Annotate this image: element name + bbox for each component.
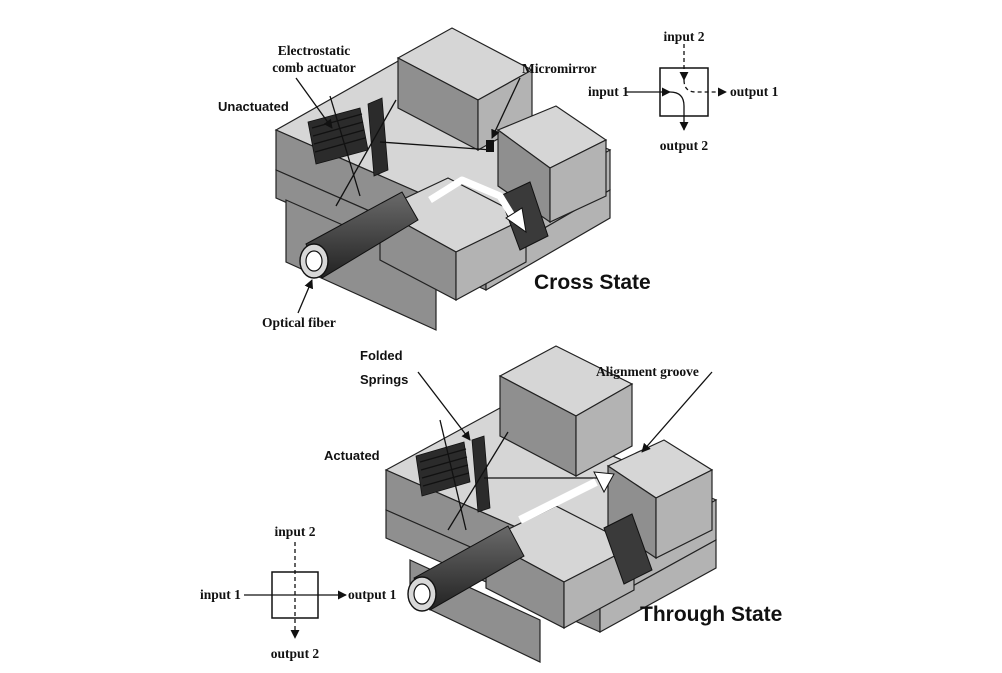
- cross-switch-schematic: input 2 input 1 output 1 output 2: [588, 29, 779, 153]
- cross-state-device: [274, 27, 612, 331]
- through-state-device: [384, 345, 718, 663]
- cross-input2-label: input 2: [664, 29, 705, 44]
- actuated-label: Actuated: [324, 448, 380, 463]
- actuator-label-line1: Electrostatic: [278, 43, 350, 58]
- folded-springs-label-line2: Springs: [360, 372, 408, 387]
- cross-input1-label: input 1: [588, 84, 629, 99]
- alignment-groove-label: Alignment groove: [596, 364, 699, 379]
- through-input2-label: input 2: [275, 524, 316, 539]
- micromirror: [486, 140, 494, 152]
- cross-output2-label: output 2: [660, 138, 709, 153]
- cross-output1-label: output 1: [730, 84, 779, 99]
- fiber-pointer: [297, 279, 313, 314]
- folded-springs-label-line1: Folded: [360, 348, 403, 363]
- cross-state-title: Cross State: [534, 271, 651, 294]
- through-state-title: Through State: [640, 603, 782, 626]
- through-input1-label: input 1: [200, 587, 241, 602]
- groove-pointer: [641, 371, 713, 453]
- comb-actuator: [307, 95, 493, 207]
- micromirror-label: Micromirror: [522, 61, 596, 76]
- optical-fiber: [299, 191, 419, 279]
- actuator-label-line2: comb actuator: [272, 60, 356, 75]
- through-output2-label: output 2: [271, 646, 320, 661]
- through-switch-schematic: input 2 input 1 output 1 output 2: [200, 524, 397, 661]
- actuator-pointer: [295, 77, 333, 129]
- micromirror-pointer: [491, 77, 521, 139]
- optical-fiber-label: Optical fiber: [262, 315, 336, 330]
- through-output1-label: output 1: [348, 587, 397, 602]
- folded-springs-actuator: [415, 419, 600, 531]
- springs-pointer: [417, 371, 471, 441]
- optical-fiber-bottom: [407, 525, 525, 612]
- unactuated-label: Unactuated: [218, 99, 289, 114]
